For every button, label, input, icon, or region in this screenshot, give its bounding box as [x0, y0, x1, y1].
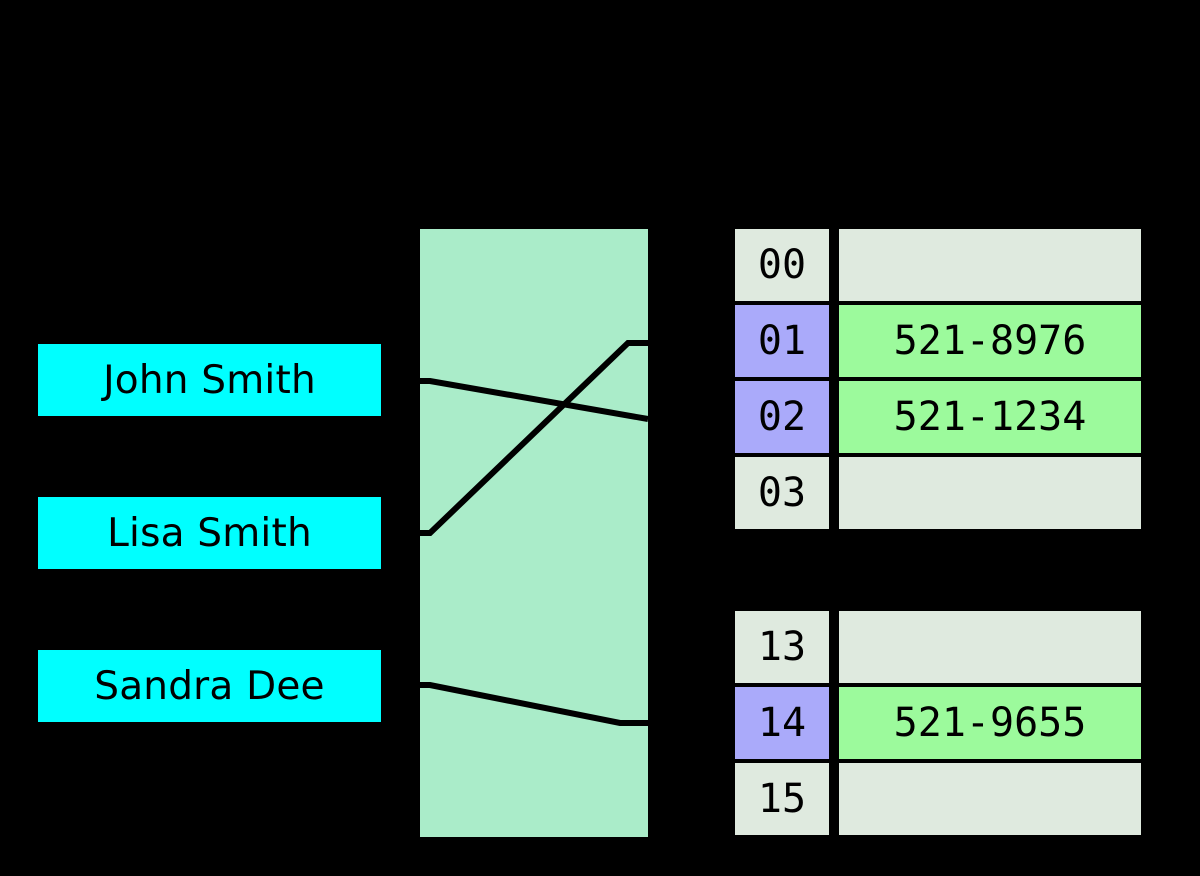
- bucket-value-cell: 521-8976: [839, 305, 1141, 377]
- bucket-index-cell: 13: [735, 611, 829, 683]
- key-box: Lisa Smith: [38, 497, 381, 569]
- hash-function-block: [420, 229, 648, 837]
- bucket-value-cell: [839, 611, 1141, 683]
- bucket-index-cell: 15: [735, 763, 829, 835]
- key-label: Sandra Dee: [94, 663, 325, 709]
- bucket-index-cell: 02: [735, 381, 829, 453]
- bucket-value-cell: [839, 229, 1141, 301]
- bucket-row[interactable]: 00: [735, 229, 1141, 305]
- bucket-value-cell: [839, 457, 1141, 529]
- bucket-row[interactable]: 03: [735, 457, 1141, 533]
- key-box: John Smith: [38, 344, 381, 416]
- bucket-index-cell: 01: [735, 305, 829, 377]
- bucket-value-cell: [839, 763, 1141, 835]
- bucket-value-cell: 521-1234: [839, 381, 1141, 453]
- bucket-index-cell: 14: [735, 687, 829, 759]
- bucket-index-cell: 00: [735, 229, 829, 301]
- bucket-row[interactable]: 13: [735, 611, 1141, 687]
- key-label: Lisa Smith: [107, 510, 312, 556]
- key-box: Sandra Dee: [38, 650, 381, 722]
- bucket-value-cell: 521-9655: [839, 687, 1141, 759]
- bucket-row[interactable]: 15: [735, 763, 1141, 839]
- bucket-index-cell: 03: [735, 457, 829, 529]
- key-label: John Smith: [103, 357, 316, 403]
